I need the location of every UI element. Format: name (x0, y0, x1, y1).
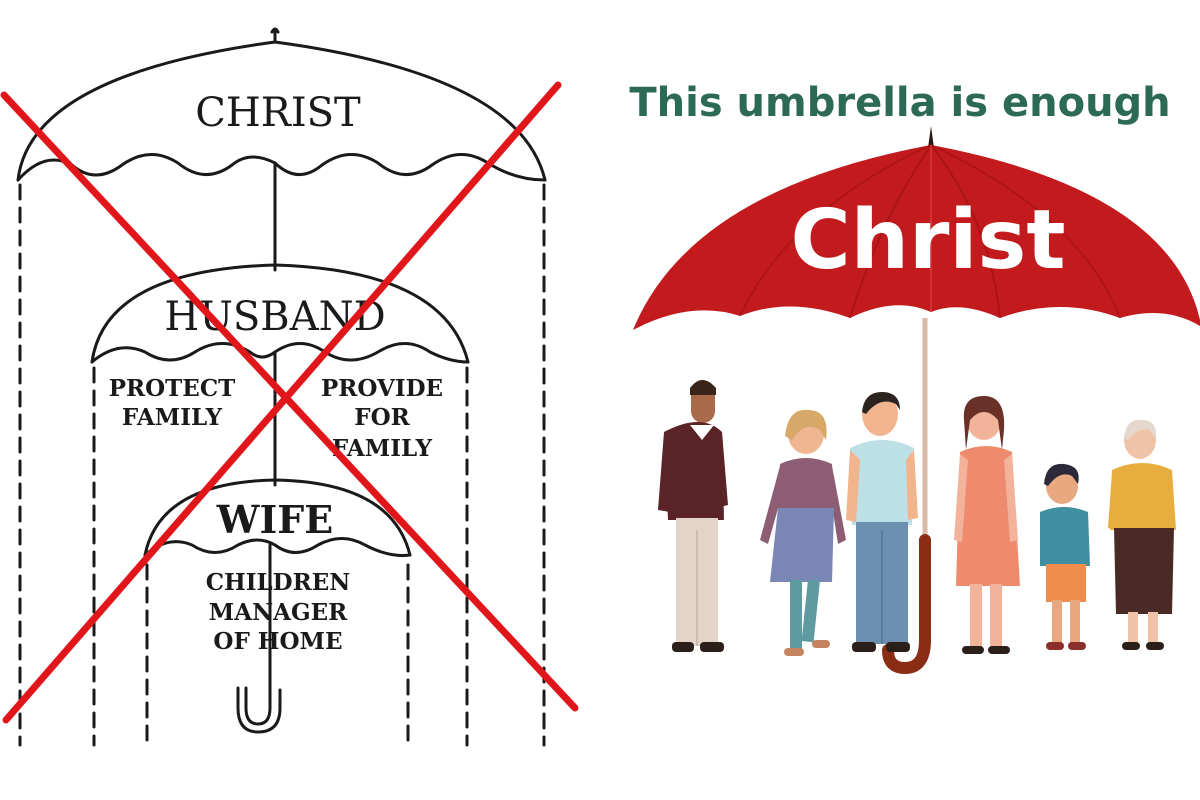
umbrella-christ-label: Christ (790, 193, 1065, 288)
children-line-2: MANAGER (209, 599, 348, 626)
people-group (658, 380, 1176, 656)
husband-umbrella-scallops (90, 342, 470, 364)
red-umbrella-canopy (633, 145, 1200, 330)
wife-umbrella-scallops (143, 537, 412, 557)
person-woman-blonde (760, 409, 846, 656)
wife-umbrella (143, 478, 412, 747)
children-line-1: CHILDREN (206, 569, 351, 596)
person-man-sweater (658, 380, 728, 652)
protect-family-line-2: FAMILY (122, 404, 223, 431)
red-cross-mark (0, 81, 579, 724)
hierarchy-labels: CHRIST HUSBAND PROTECT FAMILY PROVIDE FO… (109, 90, 443, 655)
wife-umbrella-canopy (143, 478, 412, 557)
red-cross-stroke-1 (0, 91, 579, 712)
red-umbrella (633, 126, 1200, 675)
red-umbrella-handle (882, 534, 931, 675)
red-cross-stroke-2 (2, 81, 562, 724)
person-boy (1040, 463, 1090, 650)
provide-family-line-3: FAMILY (332, 435, 433, 462)
wife-umbrella-handle (244, 686, 272, 726)
wife-label: WIFE (216, 497, 333, 542)
christ-umbrella (16, 27, 547, 747)
person-older-woman (1108, 419, 1176, 650)
protect-family-line-1: PROTECT (109, 375, 236, 402)
hierarchy-diagram (16, 27, 547, 747)
provide-family-line-1: PROVIDE (321, 375, 443, 402)
husband-umbrella-canopy (90, 263, 470, 364)
person-man-blue-shirt (846, 392, 918, 652)
christ-umbrella-canopy (16, 40, 547, 182)
provide-family-line-2: FOR (354, 404, 410, 431)
husband-umbrella (90, 263, 470, 747)
children-line-3: OF HOME (213, 628, 342, 655)
headline: This umbrella is enough (629, 80, 1170, 126)
christ-label: CHRIST (195, 90, 361, 136)
red-umbrella-tip (928, 126, 934, 148)
christ-umbrella-scallops (16, 153, 547, 182)
person-woman-coral-dress (954, 396, 1020, 654)
